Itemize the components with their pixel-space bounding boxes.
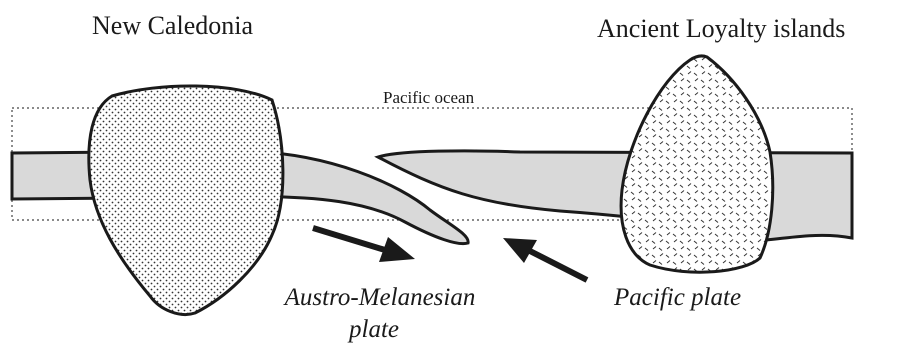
- austro-plate-label-line2: plate: [347, 316, 399, 343]
- loyalty-islands-label: Ancient Loyalty islands: [597, 14, 845, 43]
- new-caledonia-label: New Caledonia: [92, 11, 253, 40]
- new-caledonia-landmass: [89, 86, 283, 315]
- austro-plate-label-line1: Austro-Melanesian: [283, 284, 476, 311]
- pacific-plate-arrow: [503, 238, 587, 280]
- pacific-ocean-label: Pacific ocean: [383, 88, 475, 107]
- austro-plate-arrow: [313, 228, 415, 262]
- pacific-plate-label: Pacific plate: [613, 284, 741, 311]
- loyalty-islands-landmass: [621, 56, 773, 272]
